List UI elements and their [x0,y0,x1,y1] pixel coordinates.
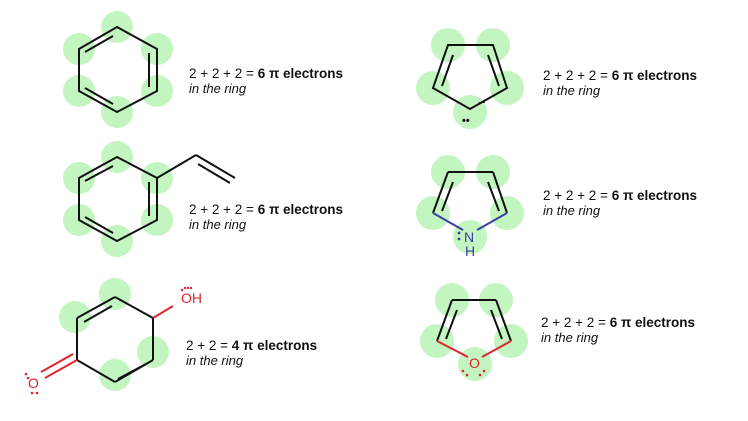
styrene-structure [63,141,236,257]
oxygen-lone-pair-dots [461,369,486,377]
lone-pair-icon: •• [462,115,470,127]
furan-caption: 2 + 2 + 2 = 6 π electrons in the ring [541,315,695,345]
p-orbital-highlights [416,28,524,129]
caption-note: in the ring [186,353,244,368]
ring-bonds [40,296,174,383]
caption-note: in the ring [189,81,247,96]
pi-electron-count: 2 + 2 = 4 π electrons [186,338,318,353]
benzene-structure [63,11,173,128]
furan-structure: O [420,283,528,381]
ring-bonds [432,171,508,231]
styrene-caption: 2 + 2 + 2 = 6 π electrons in the ring [189,202,343,232]
hydroxyl-group: OH [181,290,202,306]
carbonyl-lone-pair-dots [24,372,39,395]
lone-pair-dot [457,231,461,235]
styrene-bonds [78,154,236,243]
ring-bonds [436,299,512,358]
cyclopentadienyl-structure: − •• [416,28,524,129]
oh-lone-pair-dots [180,286,193,292]
carbonyl-oxygen: O [28,375,39,391]
hydrogen-atom: H [465,243,475,259]
negative-charge-icon: − [478,95,486,110]
nitrogen-atom: N [464,229,474,245]
pyrrole-caption: 2 + 2 + 2 = 6 π electrons in the ring [543,188,697,218]
cyclohexadienone-caption: 2 + 2 = 4 π electrons in the ring [186,338,317,368]
pi-electron-count: 2 + 2 + 2 = 6 π electrons [189,66,344,81]
benzene-bonds [78,25,158,114]
pi-electron-count: 2 + 2 + 2 = 6 π electrons [543,68,698,83]
caption-note: in the ring [543,203,601,218]
cyclopentadienyl-caption: 2 + 2 + 2 = 6 π electrons in the ring [543,68,697,98]
pyrrole-structure: N H [416,155,524,259]
pi-electron-count: 2 + 2 + 2 = 6 π electrons [543,188,698,203]
ring-bonds [431,44,509,111]
ring-oxygen: O [469,355,480,371]
pi-electron-count: 2 + 2 + 2 = 6 π electrons [541,315,696,330]
caption-note: in the ring [543,83,601,98]
lone-pair-dot [457,237,461,241]
cyclohexadienone-structure: OH O [24,278,202,395]
pi-electron-count: 2 + 2 + 2 = 6 π electrons [189,202,344,217]
benzene-caption: 2 + 2 + 2 = 6 π electrons in the ring [189,66,343,96]
caption-note: in the ring [541,330,599,345]
caption-note: in the ring [189,217,247,232]
